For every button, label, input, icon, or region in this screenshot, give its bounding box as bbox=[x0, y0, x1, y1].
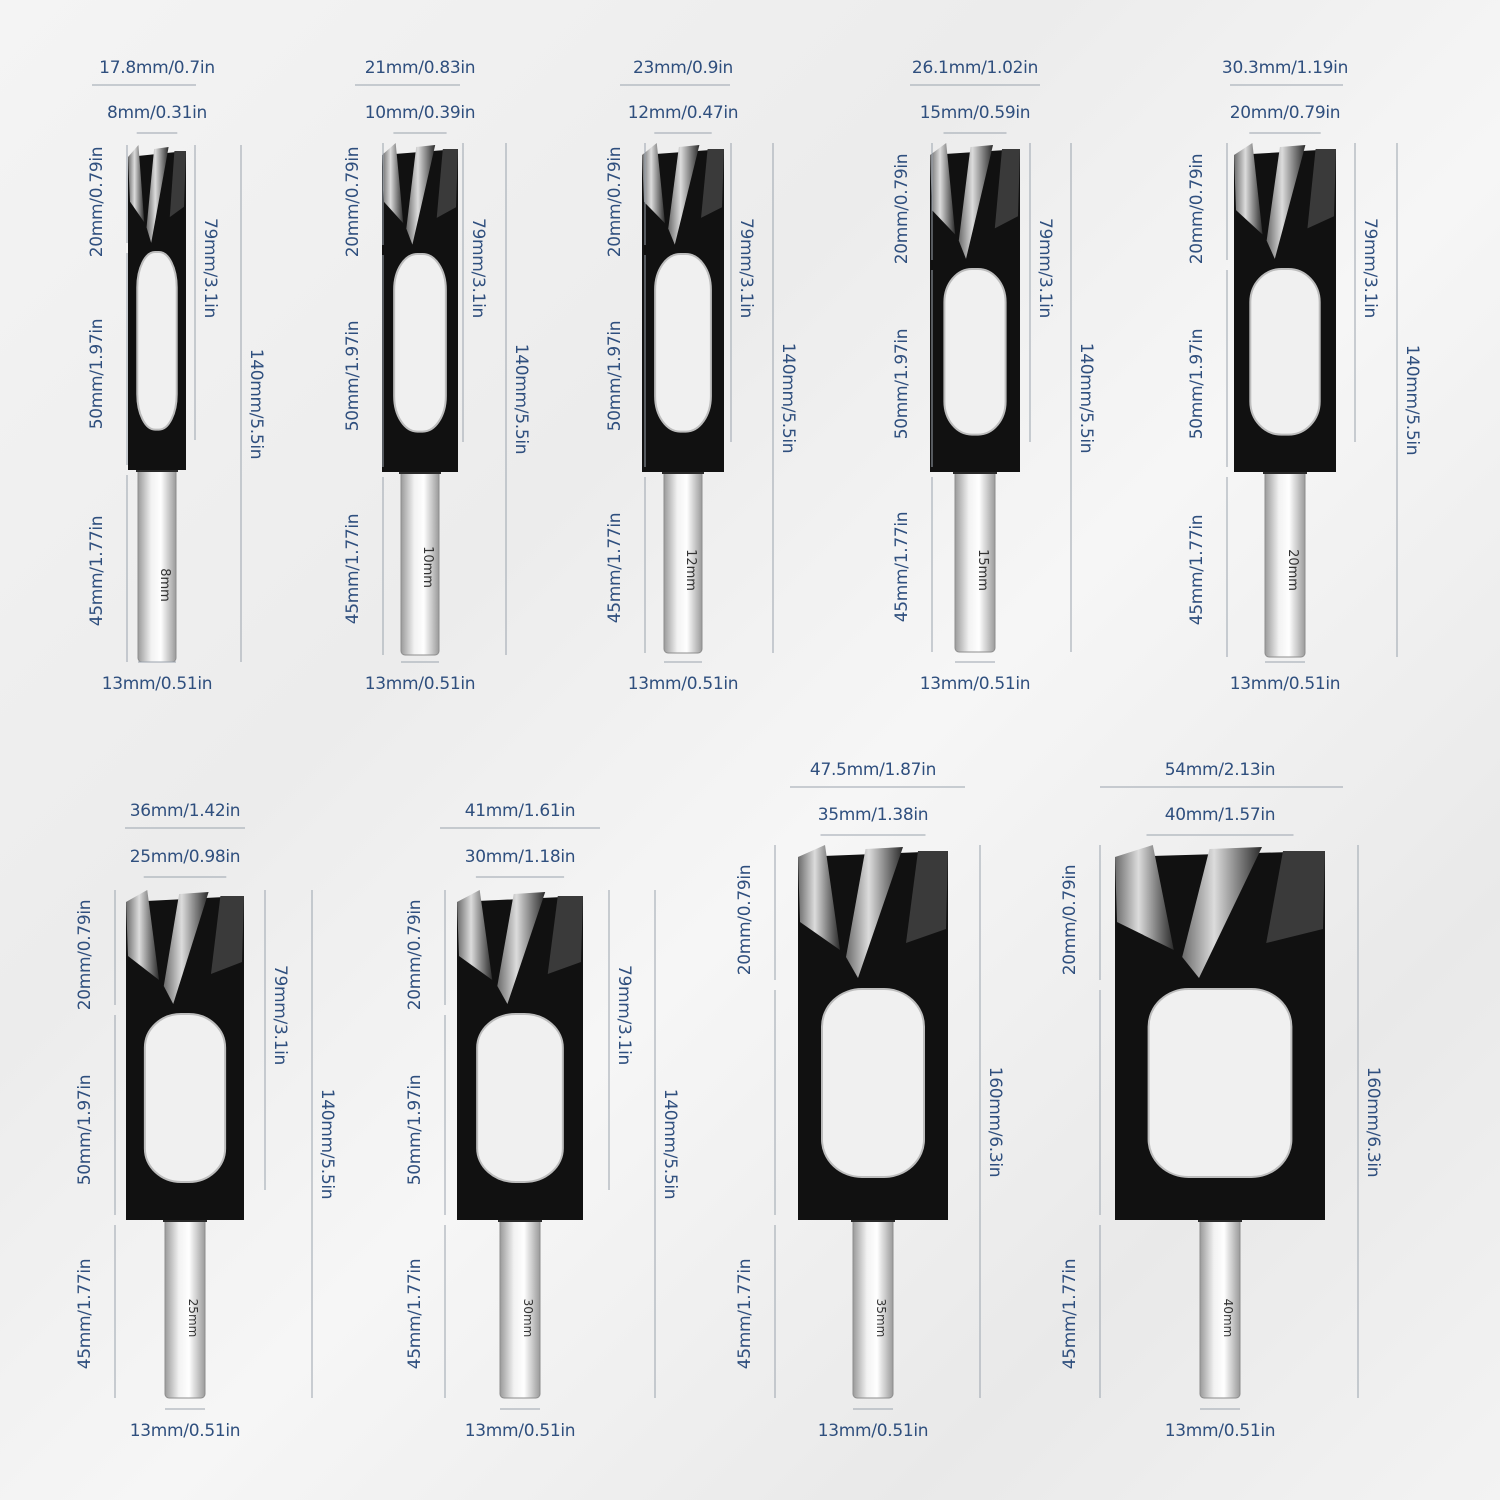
cutter-facet bbox=[126, 890, 160, 980]
cutter-edge bbox=[701, 149, 724, 218]
tip-outer-diameter-label: 47.5mm/1.87in bbox=[809, 760, 937, 780]
cutter-length-label: 20mm/0.79in bbox=[1060, 864, 1080, 976]
cutter-edge bbox=[169, 151, 186, 218]
tip-inner-diameter-label: 25mm/0.98in bbox=[129, 847, 241, 867]
cutter-facet bbox=[457, 890, 493, 980]
cutter-edge bbox=[436, 149, 458, 218]
cutter-flute bbox=[846, 847, 903, 978]
tip-outer-diameter-label: 26.1mm/1.02in bbox=[911, 58, 1039, 78]
shank-size-text: 12mm bbox=[683, 549, 698, 591]
chip-window bbox=[136, 251, 178, 431]
cutter-edge bbox=[1266, 851, 1325, 943]
shank-size-text: 10mm bbox=[420, 546, 435, 588]
shank-diameter-label: 13mm/0.51in bbox=[101, 674, 213, 694]
shank-size-text: 30mm bbox=[521, 1299, 535, 1338]
shank-diameter-label: 13mm/0.51in bbox=[129, 1421, 241, 1441]
tip-outer-diameter-label: 30.3mm/1.19in bbox=[1221, 58, 1349, 78]
cutter-facet bbox=[642, 143, 665, 224]
tip-outer-diameter-label: 41mm/1.61in bbox=[464, 801, 576, 821]
tip-inner-diameter-label: 40mm/1.57in bbox=[1164, 805, 1276, 825]
shank-diameter-label: 13mm/0.51in bbox=[817, 1421, 929, 1441]
tip-inner-diameter-label: 30mm/1.18in bbox=[464, 847, 576, 867]
cutter-edge bbox=[906, 851, 948, 943]
cutter-flute bbox=[1182, 847, 1262, 978]
cutter-flute bbox=[497, 892, 546, 1004]
shank-size-text: 15mm bbox=[975, 549, 990, 591]
shank-diameter-label: 13mm/0.51in bbox=[919, 674, 1031, 694]
tip-inner-diameter-label: 10mm/0.39in bbox=[364, 103, 476, 123]
chip-window bbox=[476, 1013, 564, 1183]
shank-diameter-label: 13mm/0.51in bbox=[1229, 674, 1341, 694]
cutter-flute bbox=[406, 145, 436, 245]
tip-inner-diameter-label: 35mm/1.38in bbox=[817, 805, 929, 825]
tip-outer-diameter-label: 17.8mm/0.7in bbox=[99, 58, 215, 78]
cutter-facet bbox=[930, 143, 956, 235]
shank-size-text: 25mm bbox=[186, 1299, 200, 1338]
cutter-flute bbox=[163, 892, 209, 1004]
cutter-flute bbox=[1266, 145, 1306, 259]
cutter-edge bbox=[210, 896, 244, 974]
chip-window bbox=[1147, 988, 1293, 1178]
chip-window bbox=[393, 253, 447, 433]
cutter-facet bbox=[1234, 143, 1263, 235]
shank-size-text: 8mm bbox=[157, 568, 172, 602]
cutter-facet bbox=[798, 845, 840, 950]
chip-window bbox=[654, 253, 712, 433]
shank-size-text: 40mm bbox=[1221, 1299, 1235, 1338]
shank-diameter-label: 13mm/0.51in bbox=[627, 674, 739, 694]
shank-diameter-label: 13mm/0.51in bbox=[464, 1421, 576, 1441]
shank-size-text: 35mm bbox=[874, 1299, 888, 1338]
tip-inner-diameter-label: 20mm/0.79in bbox=[1229, 103, 1341, 123]
cutter-facet bbox=[128, 145, 145, 223]
chip-window bbox=[821, 988, 925, 1178]
cutter-flute bbox=[958, 145, 993, 259]
cutter-flute bbox=[668, 145, 700, 245]
tip-inner-diameter-label: 8mm/0.31in bbox=[106, 103, 208, 123]
tip-outer-diameter-label: 23mm/0.9in bbox=[632, 58, 734, 78]
tip-inner-diameter-label: 15mm/0.59in bbox=[919, 103, 1031, 123]
shank-size-text: 20mm bbox=[1285, 549, 1300, 591]
shank-diameter-label: 13mm/0.51in bbox=[1164, 1421, 1276, 1441]
total-length-label: 160mm/6.3in bbox=[1363, 1066, 1383, 1177]
cutter-flute bbox=[146, 147, 169, 243]
tip-outer-diameter-label: 36mm/1.42in bbox=[129, 801, 241, 821]
chip-window bbox=[943, 268, 1007, 436]
cutter-edge bbox=[1307, 149, 1336, 229]
tip-outer-diameter-label: 54mm/2.13in bbox=[1164, 760, 1276, 780]
cutter-edge bbox=[547, 896, 583, 974]
shank-length-label: 45mm/1.77in bbox=[1060, 1258, 1080, 1370]
chip-window bbox=[143, 1013, 227, 1183]
chip-window bbox=[1249, 268, 1321, 436]
tip-outer-diameter-label: 21mm/0.83in bbox=[364, 58, 476, 78]
cutter-facet bbox=[382, 143, 404, 224]
cutter-facet bbox=[1115, 845, 1174, 950]
shank-diameter-label: 13mm/0.51in bbox=[364, 674, 476, 694]
tip-inner-diameter-label: 12mm/0.47in bbox=[627, 103, 739, 123]
cutter-edge bbox=[994, 149, 1020, 229]
